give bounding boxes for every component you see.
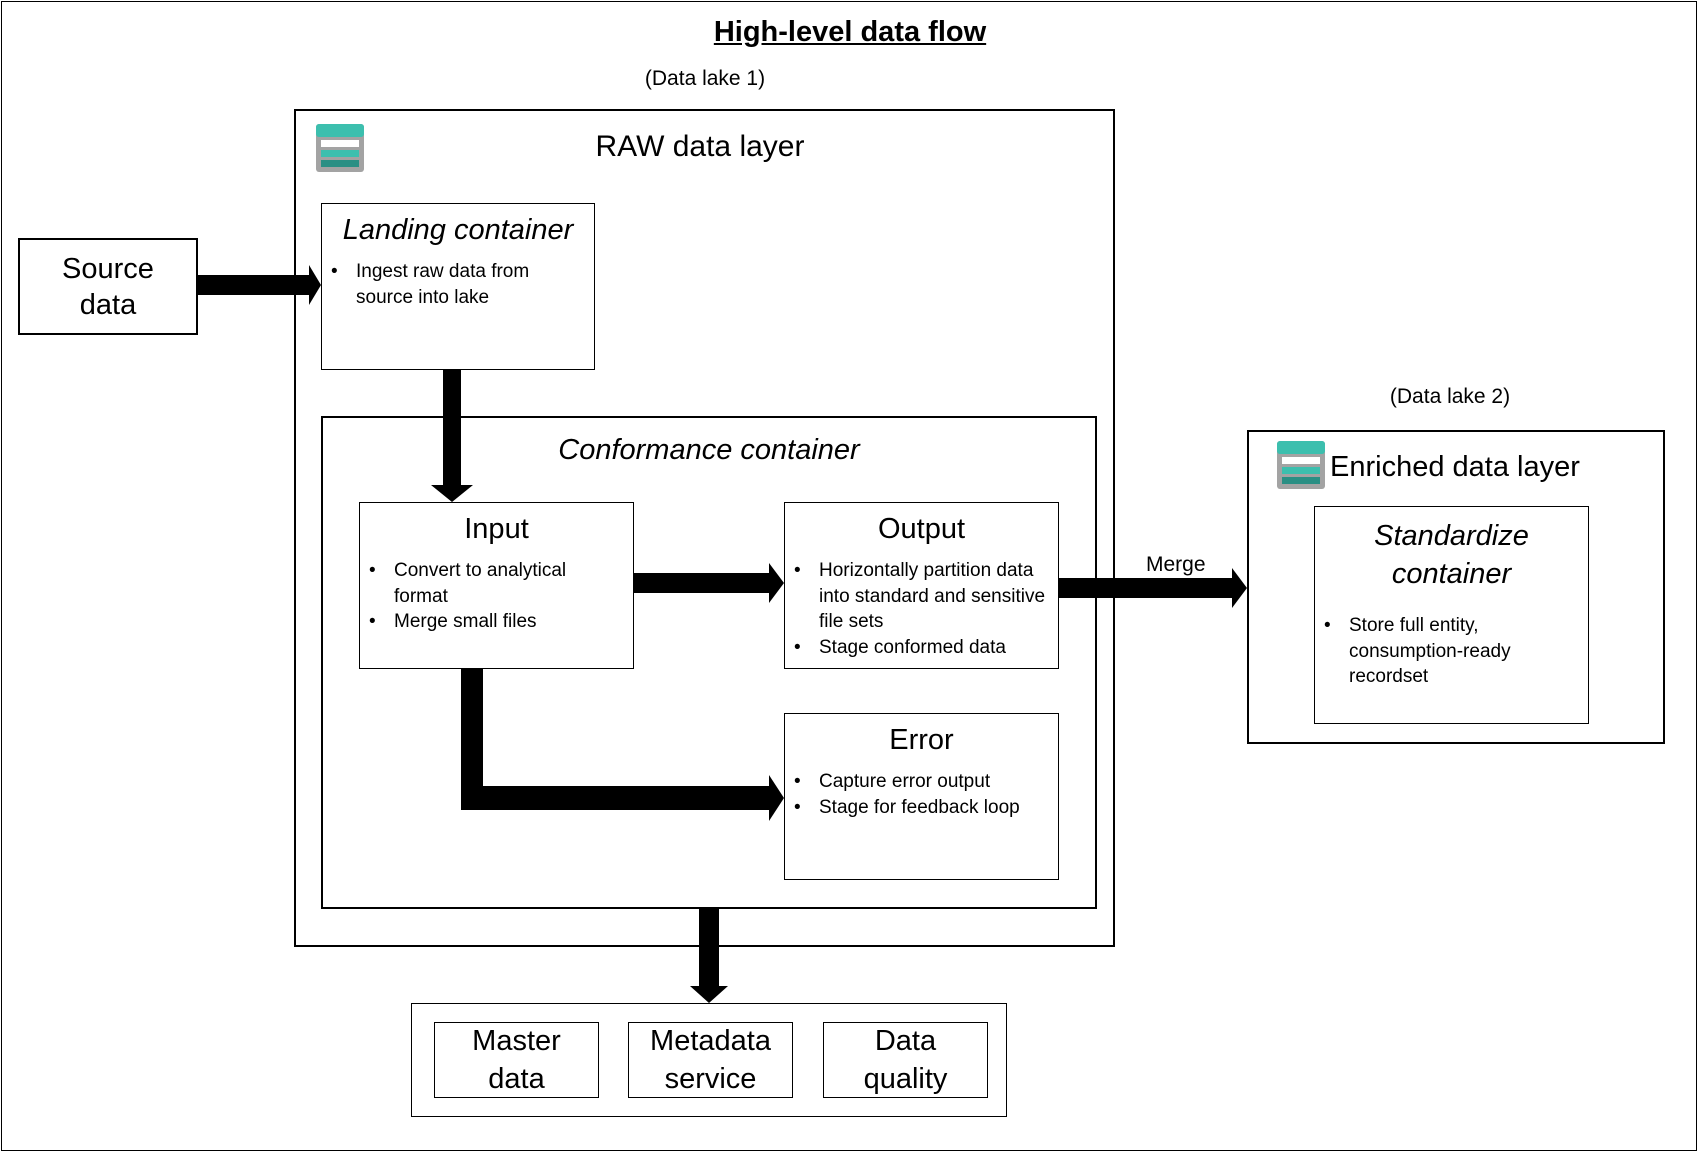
error-bullet: Capture error output bbox=[790, 769, 1050, 795]
raw-layer-title: RAW data layer bbox=[595, 130, 805, 163]
input-bullets: Convert to analytical format Merge small… bbox=[365, 558, 625, 635]
error-bullet: Stage for feedback loop bbox=[790, 795, 1050, 821]
standardize-title-line2: container bbox=[1391, 558, 1512, 590]
arrow-input-to-output bbox=[633, 563, 784, 603]
arrow-input-to-error bbox=[461, 668, 784, 821]
arrow-output-to-enriched bbox=[1058, 568, 1247, 608]
data-lake-1-label: (Data lake 1) bbox=[644, 67, 766, 90]
input-bullet: Merge small files bbox=[365, 609, 625, 635]
storage-container-icon bbox=[1277, 441, 1325, 489]
landing-container-title: Landing container bbox=[342, 214, 574, 246]
landing-container: Landing container Ingest raw data from s… bbox=[321, 203, 595, 370]
arrow-raw-to-services bbox=[690, 908, 728, 1003]
data-lake-2-label: (Data lake 2) bbox=[1389, 385, 1511, 408]
output-title: Output bbox=[877, 513, 966, 545]
master-data-box: Master data bbox=[434, 1022, 599, 1098]
arrow-source-to-landing bbox=[198, 265, 321, 305]
standardize-bullets: Store full entity, consumption-ready rec… bbox=[1320, 613, 1568, 690]
conformance-container-title: Conformance container bbox=[558, 434, 860, 466]
error-title: Error bbox=[889, 724, 954, 756]
source-data-label-line1: Source bbox=[62, 252, 154, 285]
landing-bullet: Ingest raw data from source into lake bbox=[327, 259, 586, 310]
output-bullets: Horizontally partition data into standar… bbox=[790, 558, 1054, 660]
metadata-service-line2: service bbox=[664, 1063, 757, 1095]
metadata-service-line1: Metadata bbox=[650, 1025, 771, 1057]
data-quality-line1: Data bbox=[874, 1025, 937, 1057]
output-bullet: Horizontally partition data into standar… bbox=[790, 558, 1054, 635]
standardize-title-line1: Standardize bbox=[1374, 520, 1529, 552]
source-data-box: Source data bbox=[18, 238, 198, 335]
standardize-bullet: Store full entity, consumption-ready rec… bbox=[1320, 613, 1568, 690]
input-title: Input bbox=[464, 513, 529, 545]
merge-label: Merge bbox=[1146, 553, 1206, 576]
metadata-service-box: Metadata service bbox=[628, 1022, 793, 1098]
master-data-line1: Master bbox=[472, 1025, 561, 1057]
data-quality-line2: quality bbox=[863, 1063, 948, 1095]
output-bullet: Stage conformed data bbox=[790, 635, 1054, 661]
enriched-layer-title: Enriched data layer bbox=[1330, 451, 1580, 483]
error-bullets: Capture error output Stage for feedback … bbox=[790, 769, 1050, 820]
error-box: Error Capture error output Stage for fee… bbox=[784, 713, 1059, 880]
master-data-line2: data bbox=[488, 1063, 545, 1095]
arrow-landing-to-input bbox=[431, 369, 473, 502]
storage-container-icon bbox=[316, 124, 364, 172]
landing-bullets: Ingest raw data from source into lake bbox=[327, 259, 586, 310]
data-quality-box: Data quality bbox=[823, 1022, 988, 1098]
source-data-label-line2: data bbox=[79, 288, 137, 321]
input-box: Input Convert to analytical format Merge… bbox=[359, 502, 634, 669]
input-bullet: Convert to analytical format bbox=[365, 558, 625, 609]
output-box: Output Horizontally partition data into … bbox=[784, 502, 1059, 669]
standardize-container: Standardize container Store full entity,… bbox=[1314, 506, 1589, 724]
diagram-title: High-level data flow bbox=[713, 16, 987, 48]
